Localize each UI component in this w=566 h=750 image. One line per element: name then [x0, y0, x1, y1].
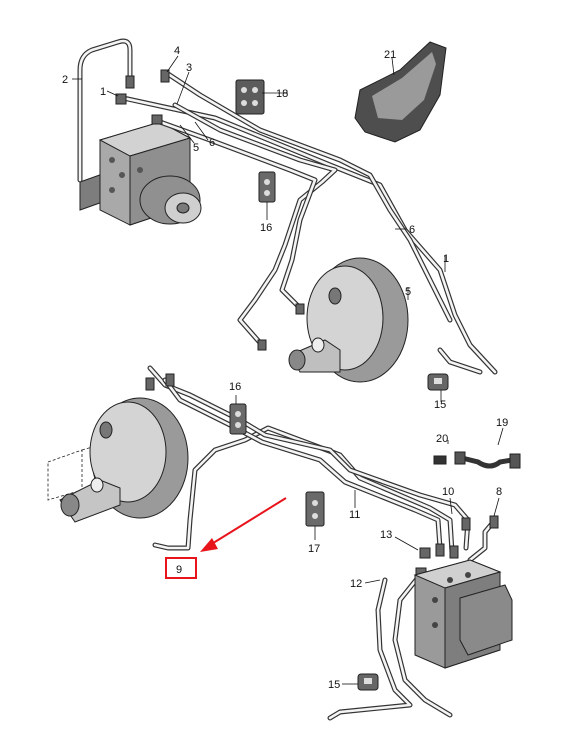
- highlight-box: [165, 557, 197, 579]
- callout-15: 15: [328, 679, 340, 691]
- callout-labels: 1 1 2 3 4 5 5 6 6 8 10 11 12 13 15 15 16…: [62, 45, 508, 691]
- line-clip-16-lower: [229, 403, 247, 435]
- callout-17: 17: [308, 543, 320, 555]
- callout-11: 11: [349, 509, 360, 521]
- callout-19: 19: [496, 417, 508, 429]
- callout-5: 5: [193, 142, 199, 154]
- abs-hydraulic-unit-top: [79, 121, 202, 226]
- callout-3: 3: [186, 62, 192, 74]
- callout-20: 20: [436, 433, 448, 445]
- callout-6: 6: [209, 137, 215, 149]
- callout-8: 8: [496, 486, 502, 498]
- callout-1: 1: [100, 86, 106, 98]
- highlight-part-9: 9: [165, 497, 287, 579]
- highlight-arrowhead: [200, 538, 218, 552]
- brake-hose-19: [454, 451, 521, 469]
- callout-1: 1: [443, 253, 449, 265]
- leader-lines: [72, 55, 504, 685]
- callout-12: 12: [350, 578, 362, 590]
- callout-6: 6: [409, 224, 415, 236]
- clip-20: [433, 455, 447, 465]
- line-clip-16-upper: [258, 171, 276, 203]
- callout-16: 16: [229, 381, 241, 393]
- abs-hydraulic-unit-bottom: [413, 559, 513, 669]
- callout-10: 10: [442, 486, 454, 498]
- cover-21: [354, 41, 447, 143]
- brake-booster-lower: [59, 397, 189, 523]
- highlight-arrow: [209, 497, 287, 546]
- callout-18: 18: [276, 88, 288, 100]
- brake-booster-upper: [288, 257, 409, 383]
- callout-15: 15: [434, 399, 446, 411]
- clip-bracket-18: [235, 79, 265, 115]
- callout-16: 16: [260, 222, 272, 234]
- callout-9: 9: [176, 564, 182, 576]
- callout-13: 13: [380, 529, 392, 541]
- line-clip-17: [305, 491, 325, 527]
- callout-21: 21: [384, 49, 396, 61]
- callout-5: 5: [405, 286, 411, 298]
- holder-15-upper: [427, 373, 449, 391]
- upper-fittings: [115, 69, 305, 351]
- lower-brake-lines: [147, 365, 498, 721]
- holder-15-lower: [357, 673, 379, 691]
- callout-4: 4: [174, 45, 180, 57]
- upper-brake-lines: [77, 38, 498, 375]
- callout-2: 2: [62, 74, 68, 86]
